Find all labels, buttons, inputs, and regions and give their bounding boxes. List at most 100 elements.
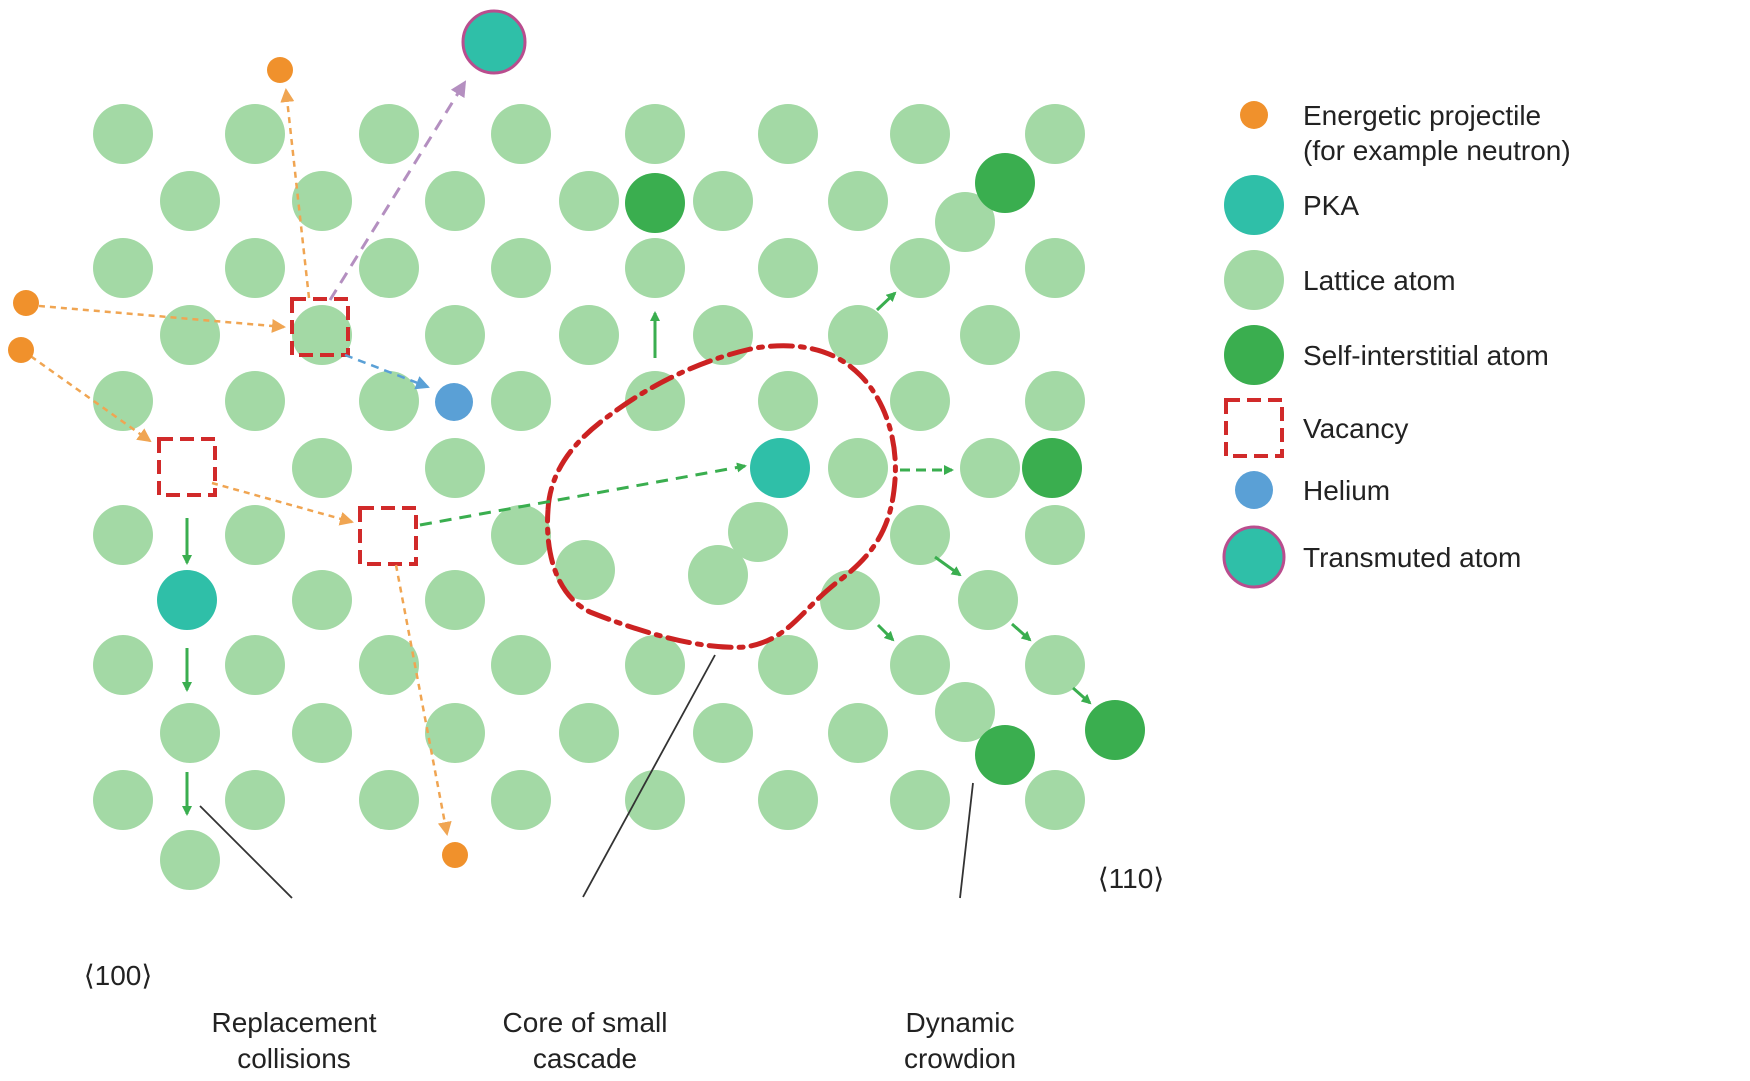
helium-atom (435, 383, 473, 421)
lattice-atom (225, 238, 285, 298)
replacement-leader-line (199, 805, 293, 899)
lattice-atom (555, 540, 615, 600)
self-interstitial-atom (1085, 700, 1145, 760)
lattice-atom (425, 438, 485, 498)
lattice-atom (890, 104, 950, 164)
lattice-atom (491, 238, 551, 298)
special-atoms (157, 9, 1145, 785)
projectile (442, 842, 468, 868)
lattice-atom-icon (1224, 250, 1284, 310)
lattice-atom (688, 545, 748, 605)
lattice-atom (625, 104, 685, 164)
lattice-atom (292, 703, 352, 763)
lattice-atom (225, 770, 285, 830)
legend-label: (for example neutron) (1303, 135, 1571, 166)
legend-item-vacancy: Vacancy (1224, 398, 1408, 458)
lattice-atom (93, 505, 153, 565)
self-interstitial-atom (975, 153, 1035, 213)
lattice-atom (93, 104, 153, 164)
lattice-atom (693, 171, 753, 231)
legend-label: Helium (1303, 475, 1390, 506)
lattice-atom (93, 635, 153, 695)
lattice-atom (359, 770, 419, 830)
lattice-atom (425, 171, 485, 231)
crowdion-arrow (1011, 622, 1032, 642)
legend-label: Transmuted atom (1303, 542, 1521, 573)
pka-icon (1224, 175, 1284, 235)
lattice-atom (292, 570, 352, 630)
lattice-atom (820, 570, 880, 630)
lattice-atom (491, 104, 551, 164)
cascade-core-label-1: Core of small (503, 1007, 668, 1038)
projectiles (8, 57, 468, 868)
lattice-atom (93, 238, 153, 298)
lattice-atom (1025, 104, 1085, 164)
lattice-atom (890, 371, 950, 431)
lattice-atom (1025, 770, 1085, 830)
lattice-atom (890, 238, 950, 298)
lattice-atom (425, 570, 485, 630)
projectile-path (27, 303, 286, 333)
helium-icon (1235, 471, 1273, 509)
transmuted-atom-icon (1222, 525, 1286, 589)
lattice-atom (160, 305, 220, 365)
lattice-atom (758, 104, 818, 164)
projectile-path (394, 564, 452, 836)
lattice-atom (960, 438, 1020, 498)
lattice-atom (1025, 371, 1085, 431)
projectile-icon (1240, 101, 1268, 129)
lattice-atom (1025, 505, 1085, 565)
lattice-atom (728, 502, 788, 562)
lattice-atom (935, 192, 995, 252)
legend-item-pka: PKA (1224, 175, 1359, 235)
pka-path (419, 462, 747, 527)
legend-label: Energetic projectile (1303, 100, 1541, 131)
legend-item-projectile: Energetic projectile (for example neutron… (1240, 100, 1571, 166)
lattice-atom (225, 635, 285, 695)
lattice-atom (93, 371, 153, 431)
lattice-atom (758, 770, 818, 830)
lattice-atom (559, 703, 619, 763)
projectile (13, 290, 39, 316)
lattice-atom (890, 505, 950, 565)
lattice-atom (491, 505, 551, 565)
trajectory-arrows (21, 80, 1092, 836)
legend-item-helium: Helium (1235, 471, 1390, 509)
lattice-atom (292, 305, 352, 365)
lattice-atom (958, 570, 1018, 630)
lattice-atom (890, 770, 950, 830)
lattice-atoms (93, 104, 1085, 890)
replacement-collisions-label-2: collisions (237, 1043, 351, 1074)
lattice-atom (359, 371, 419, 431)
pka-atom (157, 570, 217, 630)
lattice-atom (359, 635, 419, 695)
legend-label: PKA (1303, 190, 1359, 221)
direction-100-label: ⟨100⟩ (84, 960, 153, 991)
lattice-atom (1025, 238, 1085, 298)
crowdion-arrow (876, 623, 895, 642)
direction-110-label: ⟨110⟩ (1098, 863, 1165, 894)
annotation-leaders (199, 654, 974, 899)
lattice-atom (758, 238, 818, 298)
transmutation-path (328, 80, 467, 301)
cascade-leader-line (582, 654, 716, 898)
cascade-core-label-2: cascade (533, 1043, 637, 1074)
lattice-atom (292, 438, 352, 498)
legend-item-transmuted: Transmuted atom (1222, 525, 1521, 589)
replacement-collisions-label-1: Replacement (212, 1007, 377, 1038)
crowdion-arrow (1072, 686, 1092, 705)
dynamic-crowdion-label-2: crowdion (904, 1043, 1016, 1074)
projectile-path (21, 348, 152, 443)
transmuted-atom (461, 9, 527, 75)
dynamic-crowdion-label-1: Dynamic (906, 1007, 1015, 1038)
lattice-atom (693, 703, 753, 763)
lattice-atom (225, 505, 285, 565)
projectile (8, 337, 34, 363)
lattice-atom (890, 635, 950, 695)
lattice-atom (625, 635, 685, 695)
legend-label: Self-interstitial atom (1303, 340, 1549, 371)
lattice-atom (491, 371, 551, 431)
lattice-atom (425, 703, 485, 763)
